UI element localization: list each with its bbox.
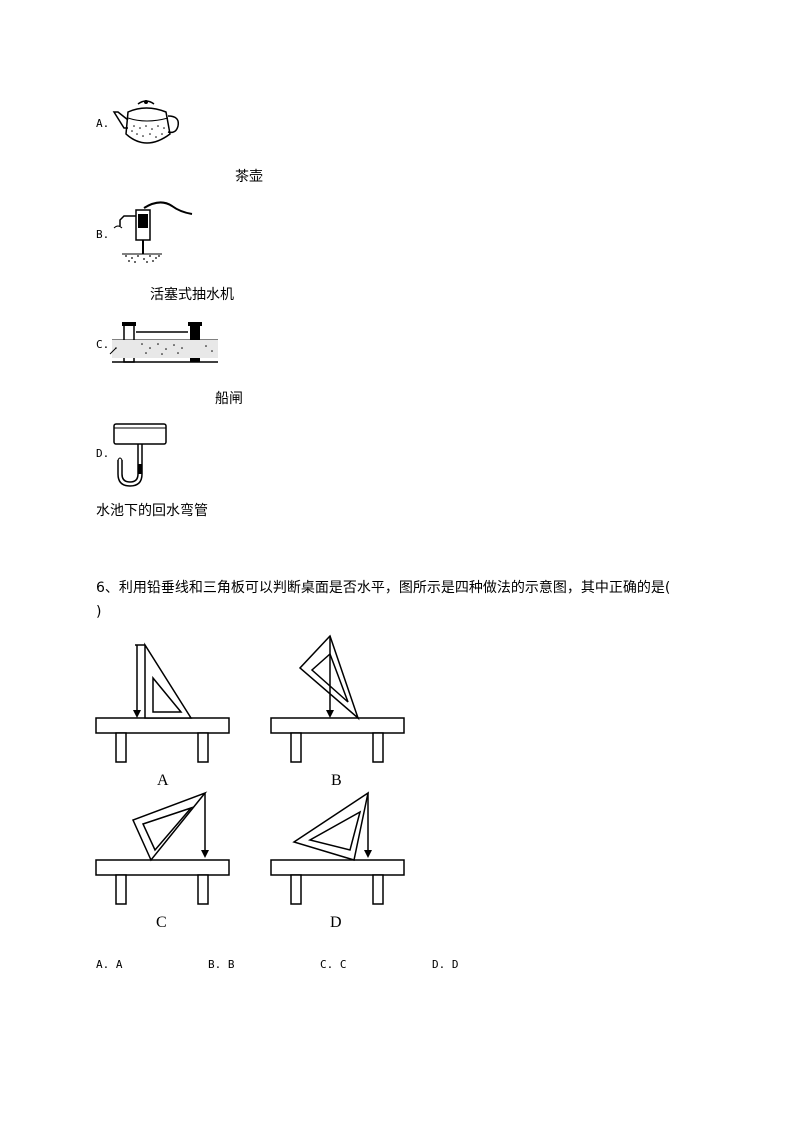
figure-c-label: C: [156, 914, 167, 931]
option-c-label: C.: [96, 338, 110, 351]
option-a-label: A.: [96, 117, 110, 130]
figure-a-plumb-triangle: [95, 642, 230, 763]
option-a-caption: 茶壶: [235, 169, 263, 185]
option-b-label: B.: [96, 228, 110, 241]
sink-trap-icon: [113, 423, 167, 487]
option-d-label: D.: [96, 447, 110, 460]
figure-b-label: B: [331, 772, 342, 789]
answer-choice-c[interactable]: C. C: [320, 958, 347, 971]
figure-b-plumb-triangle: [270, 634, 405, 763]
figure-d-plumb-triangle: [270, 791, 405, 905]
figure-c-plumb-triangle: [95, 791, 230, 905]
figure-a-label: A: [157, 772, 169, 789]
ship-lock-icon: [109, 322, 218, 363]
answer-choice-d[interactable]: D. D: [432, 958, 459, 971]
question-6-stem-line2: ): [96, 604, 102, 620]
option-c-caption: 船闸: [215, 391, 243, 407]
piston-pump-icon: [113, 201, 193, 263]
question-6-stem-line1: 6、利用铅垂线和三角板可以判断桌面是否水平，图所示是四种做法的示意图，其中正确的…: [96, 580, 671, 596]
answer-choice-b[interactable]: B. B: [208, 958, 235, 971]
teapot-icon: [112, 100, 180, 144]
option-d-caption: 水池下的回水弯管: [96, 503, 208, 519]
figure-d-label: D: [330, 914, 342, 931]
option-b-caption: 活塞式抽水机: [150, 287, 234, 303]
answer-choice-a[interactable]: A. A: [96, 958, 123, 971]
